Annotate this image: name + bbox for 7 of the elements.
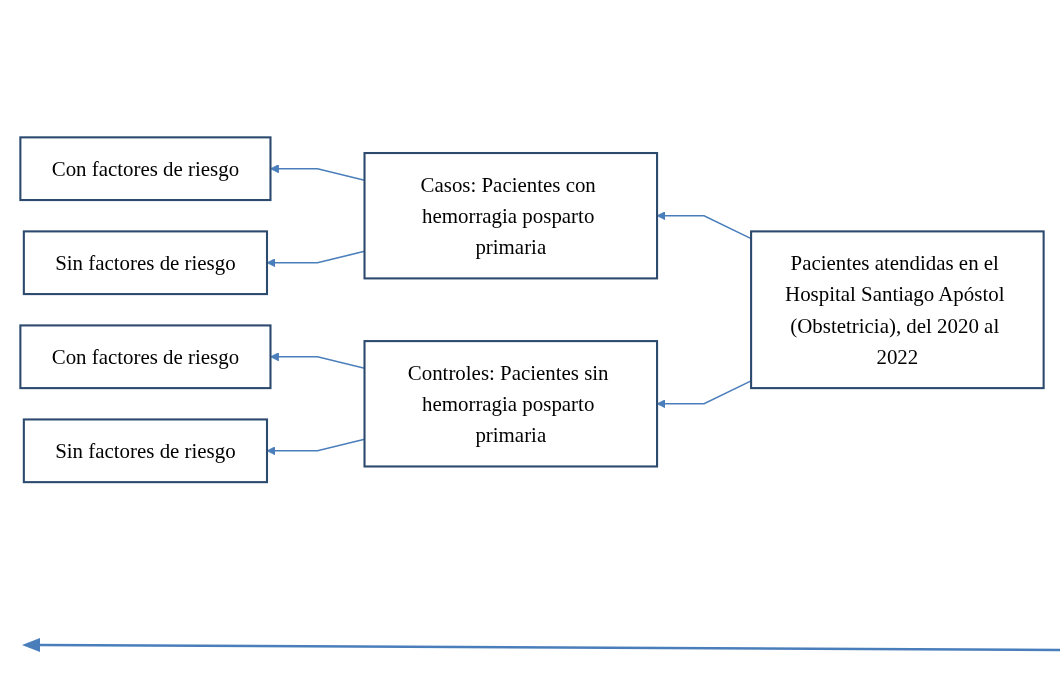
node-box: Sin factores de riesgo (22, 230, 269, 296)
node-box: Casos: Pacientes con hemorragia posparto primaria (363, 152, 659, 280)
node-box: Pacientes atendidas en el Hospital Santiago Apóstol (Obstetricia), del 2020 al 2022 (750, 230, 1045, 390)
node-box: Sin factores de riesgo (22, 418, 269, 484)
node-box: Controles: Pacientes sin hemorragia posparto primaria (363, 340, 659, 468)
node-box: Con factores de riesgo (19, 324, 272, 390)
node-box: Con factores de riesgo (19, 136, 272, 202)
